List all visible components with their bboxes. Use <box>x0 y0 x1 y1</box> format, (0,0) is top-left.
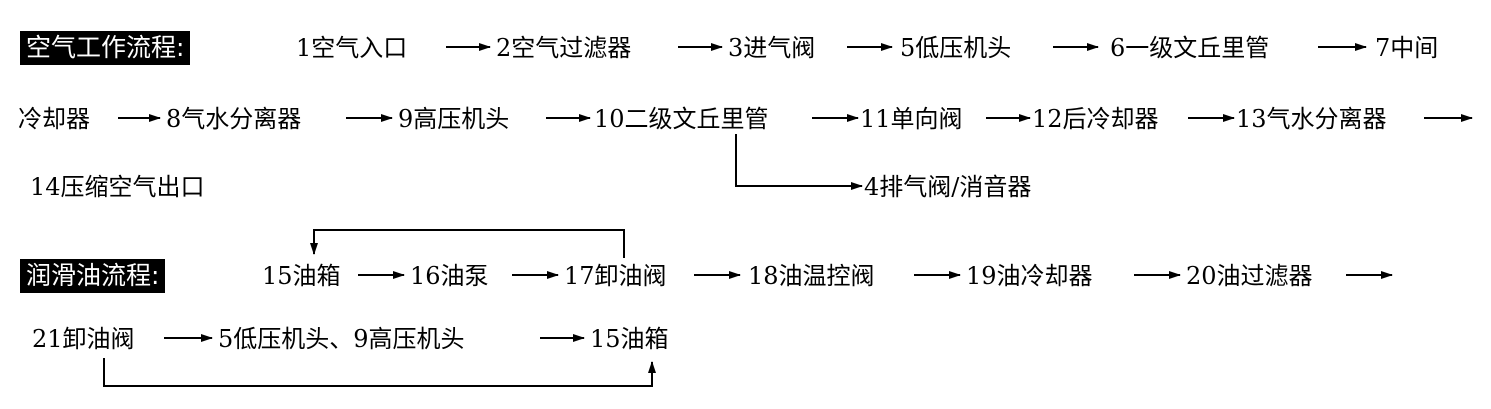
oil-node-oil-tank: 15油箱 <box>262 262 341 290</box>
air-node-intake-valve: 3进气阀 <box>728 34 816 62</box>
bypass-loop-to-tank <box>310 229 625 258</box>
air-node-intercooler-part2: 冷却器 <box>18 105 90 133</box>
air-node-second-venturi: 10二级文丘里管 <box>594 105 769 133</box>
oil-flow-label: 润滑油流程: <box>20 259 166 293</box>
air-node-low-pressure-head: 5低压机头 <box>900 34 1012 62</box>
air-node-blowoff-valve-silencer: 4排气阀/消音器 <box>864 173 1032 201</box>
air-node-water-separator-1: 8气水分离器 <box>166 105 302 133</box>
air-node-intercooler-part1: 7中间 <box>1375 34 1439 62</box>
oil-node-oil-filter: 20油过滤器 <box>1186 262 1313 290</box>
oil-node-oil-pump: 16油泵 <box>410 262 489 290</box>
oil-node-oil-tank-return: 15油箱 <box>590 325 669 353</box>
air-node-first-venturi: 6一级文丘里管 <box>1110 34 1270 62</box>
oil-node-oil-thermostatic-valve: 18油温控阀 <box>748 262 875 290</box>
oil-node-unloading-valve-2: 21卸油阀 <box>32 325 135 353</box>
air-flow-label: 空气工作流程: <box>20 31 191 65</box>
oil-node-oil-cooler: 19油冷却器 <box>966 262 1093 290</box>
air-node-water-separator-2: 13气水分离器 <box>1236 105 1387 133</box>
branch-line-to-blowoff <box>735 134 863 190</box>
oil-node-compressor-heads: 5低压机头、9高压机头 <box>218 325 465 353</box>
air-node-high-pressure-head: 9高压机头 <box>398 105 510 133</box>
air-node-check-valve: 11单向阀 <box>860 105 963 133</box>
air-node-air-filter: 2空气过滤器 <box>496 34 632 62</box>
oil-node-unloading-valve-1: 17卸油阀 <box>564 262 667 290</box>
air-node-aftercooler: 12后冷却器 <box>1032 105 1159 133</box>
air-node-air-inlet: 1空气入口 <box>296 34 408 62</box>
air-node-compressed-air-outlet: 14压缩空气出口 <box>30 173 205 201</box>
return-loop-to-tank <box>103 358 656 387</box>
